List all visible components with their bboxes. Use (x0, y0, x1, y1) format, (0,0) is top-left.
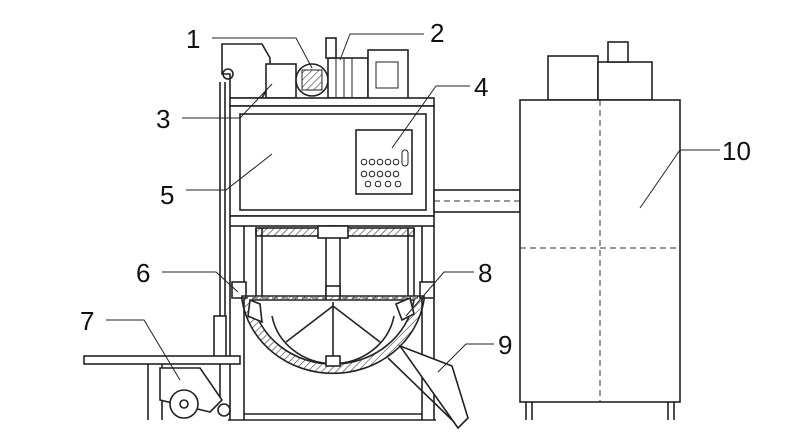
leader-8 (405, 271, 474, 317)
scraper-left (247, 298, 263, 324)
frame-band (229, 215, 435, 227)
drive-base-plate (229, 97, 435, 107)
leader-6 (162, 271, 239, 293)
mixing-drum (241, 225, 469, 430)
callout-10: 10 (722, 136, 751, 166)
leader-9 (437, 343, 494, 373)
electrical-cabinet (519, 41, 681, 420)
fan-grille (301, 69, 323, 91)
shaft-top (325, 37, 337, 59)
pivot-pin (222, 68, 234, 80)
callout-3: 3 (156, 104, 170, 134)
coupling-block (265, 63, 297, 99)
drive-unit (221, 37, 435, 107)
main-housing (229, 105, 521, 227)
hydraulic-cylinder (213, 315, 227, 361)
cabinet-top-box-right (597, 61, 653, 101)
leader-1 (212, 37, 313, 69)
callout-9: 9 (498, 330, 512, 360)
leader-3 (182, 83, 273, 119)
callout-8: 8 (478, 258, 492, 288)
cabinet-top-knob (607, 41, 629, 63)
cart-wheel (169, 389, 199, 419)
material-cart (83, 355, 241, 420)
cart-tray (83, 355, 241, 365)
callout-5: 5 (160, 180, 174, 210)
tilt-mechanism (213, 82, 227, 400)
paddle-right (332, 305, 381, 343)
leader-2 (339, 33, 424, 61)
paddle-left (285, 305, 334, 343)
control-buttons (360, 149, 409, 188)
scraper-right (394, 296, 415, 322)
callout-7: 7 (80, 306, 94, 336)
leader-4 (391, 85, 470, 149)
pivot-bearing-left (231, 281, 247, 299)
callout-1: 1 (186, 24, 200, 54)
callout-4: 4 (474, 72, 488, 102)
shaft-coupling (317, 225, 349, 239)
leader-5 (186, 153, 273, 191)
callout-6: 6 (136, 258, 150, 288)
paddle-tip (325, 355, 341, 367)
callout-labels: 1 2 3 4 5 6 7 8 9 10 (80, 18, 751, 360)
motor-terminal-box (367, 49, 409, 103)
cabinet-door (239, 113, 427, 211)
reducer-housing (221, 43, 271, 99)
motor-body (327, 57, 369, 99)
cabinet-top-box-left (547, 55, 599, 101)
leader-10 (639, 149, 720, 209)
cart-rear-wheel (217, 403, 231, 417)
control-panel (355, 129, 413, 195)
leader-7 (106, 319, 181, 381)
callout-2: 2 (430, 18, 444, 48)
discharge-chute (397, 344, 469, 430)
leader-lines (106, 33, 720, 381)
